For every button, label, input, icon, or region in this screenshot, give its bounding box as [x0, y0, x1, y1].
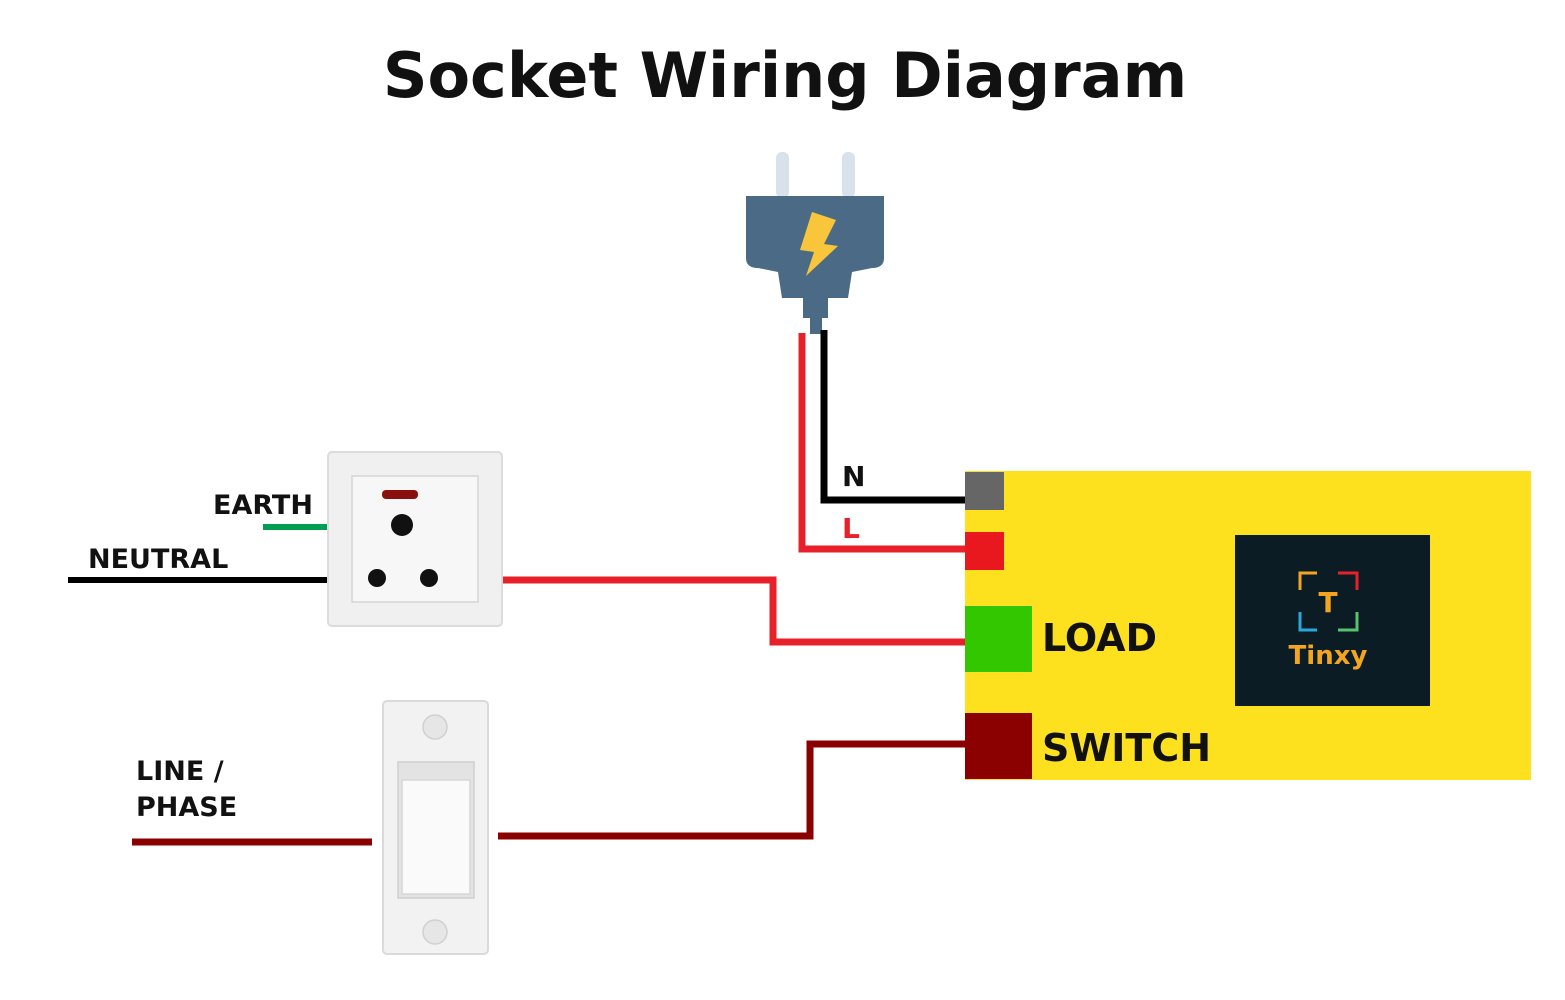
neutral-label: NEUTRAL	[88, 544, 228, 575]
logo-letter: T	[1318, 586, 1337, 619]
logo-bracket-top-right	[1338, 571, 1359, 590]
lightning-bolt-icon	[800, 212, 838, 276]
wall-socket	[327, 451, 503, 627]
phase-label: PHASE	[136, 792, 237, 823]
plug-prong-left	[776, 152, 789, 198]
earth-pin-hole	[391, 514, 413, 536]
socket-indicator-light	[382, 490, 418, 499]
socket-load-wire	[445, 576, 965, 646]
plug-prong-right	[842, 152, 855, 198]
logo-name: Tinxy	[1289, 641, 1368, 671]
switch-terminal	[965, 713, 1032, 779]
plug-live-wire	[798, 333, 965, 553]
line-label: LINE /	[136, 756, 224, 787]
plug-icon	[746, 152, 884, 334]
switch-screw-top	[422, 714, 448, 740]
logo-background	[1235, 535, 1430, 706]
live-terminal	[965, 532, 1004, 570]
logo-bracket-bottom-left	[1298, 612, 1317, 632]
smart-module: LOAD SWITCH T Tinxy	[965, 471, 1531, 780]
load-label: LOAD	[1042, 616, 1157, 660]
wall-switch	[382, 700, 489, 955]
neutral-pin-hole	[368, 569, 386, 587]
logo-bracket-top-left	[1298, 571, 1317, 590]
neutral-terminal	[965, 472, 1004, 510]
switch-screw-bottom	[422, 919, 448, 945]
plug-neutral-wire	[820, 330, 965, 504]
plug-cable	[810, 316, 822, 334]
live-pin-hole	[420, 569, 438, 587]
logo-bracket-bottom-right	[1338, 612, 1359, 632]
load-terminal	[965, 606, 1032, 672]
plug-live-label: L	[842, 512, 860, 545]
earth-label: EARTH	[213, 490, 313, 521]
page-title: Socket Wiring Diagram	[383, 39, 1187, 112]
plug-stem	[803, 296, 828, 318]
switch-rocker	[401, 779, 471, 895]
switch-label: SWITCH	[1042, 726, 1211, 770]
plug-neutral-label: N	[842, 460, 865, 493]
switch-terminal-wire	[498, 740, 965, 840]
tinxy-logo: T Tinxy	[1235, 535, 1430, 706]
